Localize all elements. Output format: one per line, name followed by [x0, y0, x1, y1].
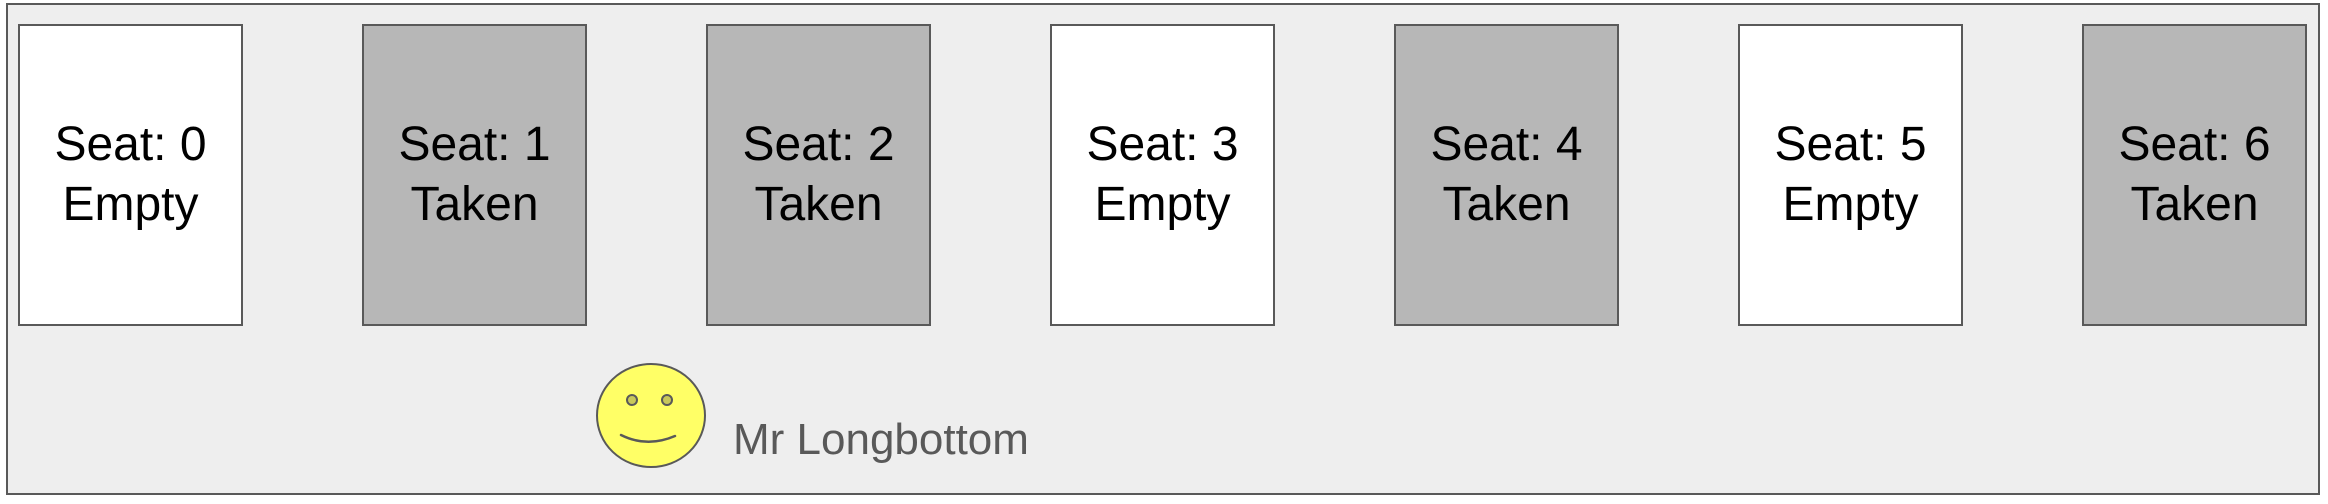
seat-2[interactable]: Seat: 2 Taken	[706, 24, 931, 326]
seat-status-label: Taken	[410, 178, 539, 231]
seat-status-label: Empty	[1782, 178, 1919, 231]
seat-number-label: Seat: 5	[1774, 118, 1927, 171]
seat-0[interactable]: Seat: 0 Empty	[18, 24, 243, 326]
seat-number-label: Seat: 1	[398, 118, 551, 171]
seat-number-label: Seat: 6	[2118, 118, 2271, 171]
seat-3[interactable]: Seat: 3 Empty	[1050, 24, 1275, 326]
seat-status-label: Taken	[2130, 178, 2259, 231]
seat-status-label: Taken	[1442, 178, 1571, 231]
seat-number-label: Seat: 4	[1430, 118, 1583, 171]
seat-number-label: Seat: 2	[742, 118, 895, 171]
seat-number-label: Seat: 3	[1086, 118, 1239, 171]
seat-number-label: Seat: 0	[54, 118, 207, 171]
seating-area: Seat: 0 Empty Seat: 1 Taken Seat: 2 Take…	[6, 3, 2320, 495]
person-name-label: Mr Longbottom	[733, 415, 1029, 464]
seat-5[interactable]: Seat: 5 Empty	[1738, 24, 1963, 326]
seat-6[interactable]: Seat: 6 Taken	[2082, 24, 2307, 326]
seat-status-label: Empty	[62, 178, 199, 231]
seat-status-label: Empty	[1094, 178, 1231, 231]
seat-4[interactable]: Seat: 4 Taken	[1394, 24, 1619, 326]
seat-1[interactable]: Seat: 1 Taken	[362, 24, 587, 326]
seat-status-label: Taken	[754, 178, 883, 231]
smiley-face-icon	[596, 363, 706, 468]
